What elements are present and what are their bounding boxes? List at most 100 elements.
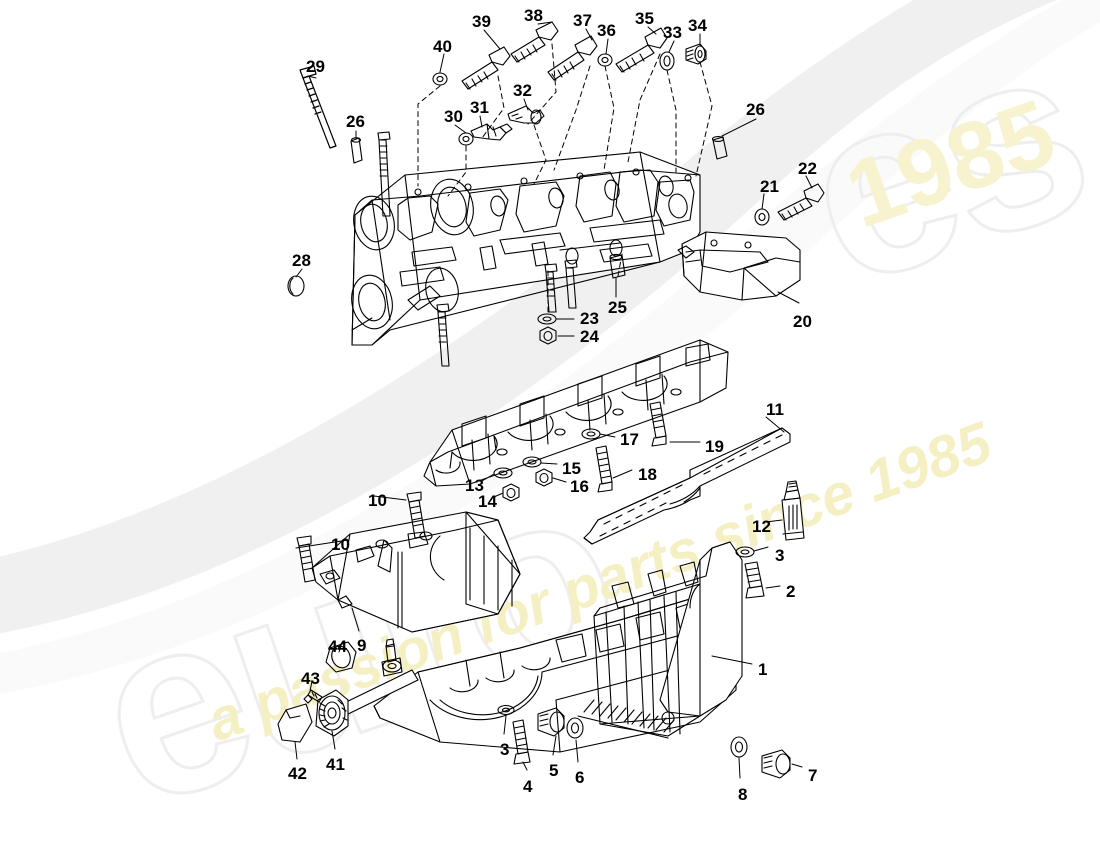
callout-3b: 3 [500, 740, 510, 759]
callout-26a: 26 [346, 112, 365, 131]
callout-10b: 10 [331, 535, 350, 554]
oil-pan-lower-block [373, 595, 737, 753]
exploded-parts-artwork [277, 21, 825, 779]
part-16-nut [535, 468, 553, 487]
callout-10a: 10 [368, 491, 387, 510]
callout-3a: 3 [775, 546, 785, 565]
callout-16: 16 [570, 477, 589, 496]
part-34-plug [685, 43, 707, 65]
cylinder-head-assembly [351, 151, 701, 346]
callout-4: 4 [523, 777, 533, 796]
part-21-washer [754, 208, 770, 226]
callout-44: 44 [328, 637, 347, 656]
callout-42: 42 [288, 764, 307, 783]
callout-43: 43 [301, 669, 320, 688]
part-33-washer [659, 51, 675, 71]
oil-pump-spindle [381, 638, 403, 677]
callout-2: 2 [786, 582, 796, 601]
part-23-washer [537, 313, 557, 325]
part-36-nut [597, 53, 613, 67]
head-bolt-left-b [436, 303, 450, 367]
callout-15: 15 [562, 459, 581, 478]
part-31-spark-plug [470, 123, 513, 141]
leader-lines [294, 21, 813, 779]
callout-28: 28 [292, 251, 311, 270]
part-5-plug [537, 707, 565, 737]
part-43-screw [303, 689, 323, 704]
part-35-bolt [615, 27, 668, 73]
callout-14: 14 [478, 492, 497, 511]
part-26-dowel-left [350, 137, 363, 164]
part-25-dowel [609, 253, 626, 279]
callout-11: 11 [766, 400, 784, 419]
part-8-washer [730, 736, 748, 758]
part-11-gasket [583, 427, 791, 545]
part-28-cap [287, 275, 305, 297]
callout-5: 5 [549, 761, 559, 780]
callout-41: 41 [326, 755, 345, 774]
part-30-nut [458, 132, 474, 146]
camshaft-carrier [423, 339, 729, 487]
part-15-washer [522, 456, 542, 468]
callout-19: 19 [705, 437, 724, 456]
part-3-washer-lower [497, 704, 515, 716]
callout-1: 1 [758, 660, 768, 679]
callout-9: 9 [357, 636, 367, 655]
callout-29: 29 [306, 57, 325, 76]
part-22-bolt [777, 183, 825, 221]
callout-32: 32 [513, 81, 532, 100]
callout-23: 23 [580, 309, 599, 328]
part-26-dowel-right [711, 136, 728, 160]
callout-25: 25 [608, 298, 627, 317]
callout-35: 35 [635, 9, 654, 28]
callout-8: 8 [738, 785, 748, 804]
part-10-bolt-a [406, 491, 426, 539]
callout-17: 17 [620, 430, 639, 449]
part-39-bolt [461, 46, 511, 90]
part-19-bolt [649, 401, 667, 447]
callout-31: 31 [470, 98, 489, 117]
head-bolt-center-2 [564, 259, 578, 309]
part-18-bolt [595, 445, 613, 493]
callout-20: 20 [793, 312, 812, 331]
callout-34: 34 [688, 16, 707, 35]
callout-36: 36 [597, 21, 616, 40]
part-40-nut [432, 72, 448, 86]
callout-24: 24 [580, 327, 599, 346]
callout-38: 38 [524, 6, 543, 25]
callout-21: 21 [760, 177, 779, 196]
construction-lines [417, 43, 713, 313]
part-37-bolt [547, 35, 598, 81]
part-41-pickup-shaft [315, 669, 419, 737]
callout-30: 30 [444, 107, 463, 126]
part-42-cover-cap [277, 703, 313, 743]
callout-37: 37 [573, 11, 592, 30]
callout-6: 6 [575, 768, 585, 787]
part-6-washer [566, 717, 584, 739]
callout-13: 13 [465, 476, 484, 495]
callout-40: 40 [433, 37, 452, 56]
part-24-nut [539, 326, 557, 345]
callout-12: 12 [752, 517, 771, 536]
part-38-bolt [510, 21, 559, 63]
part-44-gasket-ring [325, 641, 357, 673]
part-32-fitting [507, 105, 545, 125]
callout-7: 7 [808, 766, 818, 785]
part-7-drain-plug [761, 749, 791, 779]
part-13-washer [493, 467, 513, 479]
head-bolt-29 [299, 65, 337, 149]
part-9-baffle [311, 511, 521, 633]
head-bolt-left-a [377, 131, 391, 217]
callout-39: 39 [472, 12, 491, 31]
callout-22: 22 [798, 159, 817, 178]
callout-33: 33 [663, 23, 682, 42]
part-10-bolt-b [296, 535, 316, 583]
part-2-bolt [744, 561, 765, 599]
part-14-nut [502, 483, 520, 502]
callout-18: 18 [638, 465, 657, 484]
part-12-sealant-tube [781, 480, 805, 541]
part-3-washer-upper [735, 546, 755, 558]
part-1-oil-pan [593, 541, 743, 737]
part-20-bracket [677, 231, 801, 301]
